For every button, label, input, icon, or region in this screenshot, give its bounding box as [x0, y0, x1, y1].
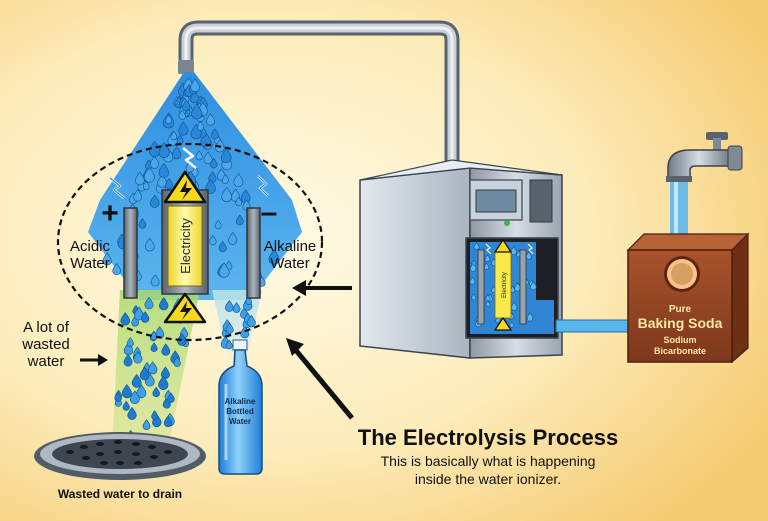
wasted-label-line3: water: [27, 353, 65, 370]
soda-label-name: Baking Soda: [638, 315, 723, 331]
water-ionizer-machine: [359, 159, 563, 359]
arrow-icon: [80, 354, 108, 366]
electricity-bar: [167, 205, 203, 287]
spark-icon: [109, 175, 269, 199]
acidic-label-line1: Acidic: [70, 238, 111, 255]
alkaline-electrode: [246, 207, 261, 299]
faucet-icon: [666, 132, 743, 240]
supply-tube: [555, 319, 637, 333]
acidic-label-line2: Water: [70, 255, 109, 272]
warning-icon: [163, 292, 207, 324]
mini-electricity-label: Electricity: [502, 272, 508, 298]
electricity-label: Electricity: [178, 218, 193, 274]
bottle-label-line2: Bottled: [226, 407, 254, 416]
wasted-label-line1: A lot of: [23, 319, 70, 336]
acidic-electrode: [123, 207, 138, 299]
warning-icon: [163, 170, 207, 204]
soda-label-sodium: Sodium: [664, 335, 697, 345]
alkaline-label-line2: Water: [270, 255, 309, 272]
subtitle-line1: This is basically what is happening: [381, 453, 596, 469]
arrow-icon: [286, 338, 354, 420]
baking-soda-box: [626, 232, 750, 364]
diagram-title: The Electrolysis Process: [358, 425, 618, 450]
positive-sign: +: [101, 197, 119, 230]
soda-label-bicarbonate: Bicarbonate: [654, 346, 706, 356]
negative-sign: –: [261, 196, 278, 229]
subtitle-line2: inside the water ionizer.: [415, 471, 561, 487]
drain-label: Wasted water to drain: [58, 487, 182, 501]
arrow-icon: [292, 280, 352, 296]
drain-icon: [34, 432, 206, 480]
alkaline-bottle: [218, 339, 263, 475]
alkaline-label-line1: Alkaline: [264, 238, 317, 255]
bottle-label-line3: Water: [229, 417, 251, 426]
supply-pipe: [178, 20, 460, 165]
wasted-label-line2: wasted: [21, 336, 70, 353]
process-highlight-circle: [56, 142, 324, 342]
bottle-label-line1: Alkaline: [225, 397, 256, 406]
soda-label-pure: Pure: [669, 304, 692, 315]
